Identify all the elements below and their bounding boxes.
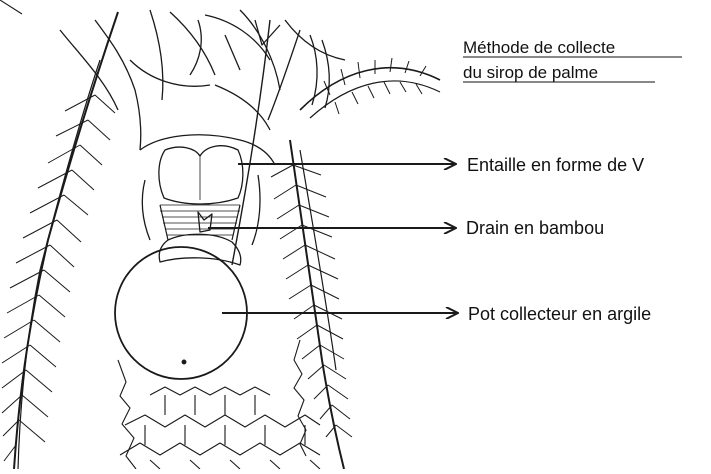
title-line-2: du sirop de palme [463, 63, 598, 82]
right-frond-leaflets [271, 165, 352, 437]
palm-tree-illustration [0, 0, 440, 469]
trunk-scales [118, 340, 320, 469]
v-shaped-cut [159, 146, 243, 204]
label-clay-pot: Pot collecteur en argile [468, 304, 651, 324]
upper-right-frond [300, 58, 440, 118]
diagram-title: Méthode de collecte du sirop de palme [463, 38, 682, 82]
label-bamboo-drain: Drain en bambou [466, 218, 604, 238]
title-line-1: Méthode de collecte [463, 38, 615, 57]
label-v-cut: Entaille en forme de V [467, 155, 644, 175]
diagram-labels: Entaille en forme de V Drain en bambou P… [466, 155, 651, 324]
trunk-crown [60, 10, 345, 245]
